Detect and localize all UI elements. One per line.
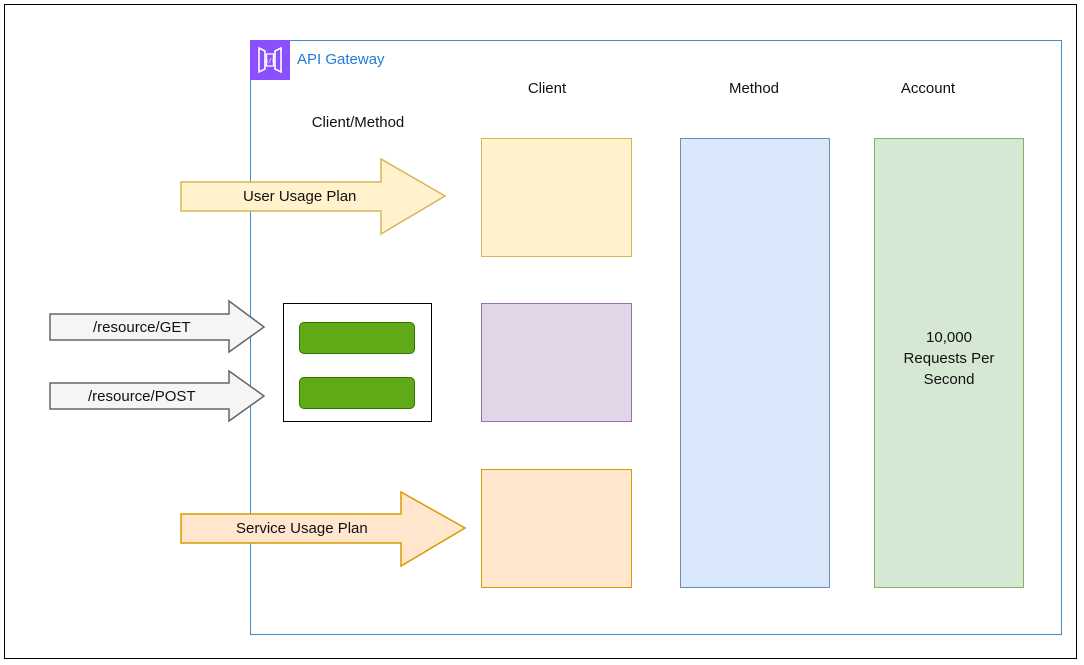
resource-get-arrow: [49, 299, 266, 354]
column-method: Method: [728, 80, 780, 97]
service-usage-plan-label: Service Usage Plan: [236, 520, 368, 537]
diagram-frame: [4, 4, 1077, 659]
method-container: [283, 303, 432, 422]
method-post-bar: [299, 377, 415, 409]
client-resource-box: [481, 303, 632, 422]
service-usage-plan-arrow: [180, 490, 467, 568]
resource-get-label: /resource/GET: [93, 319, 191, 336]
user-usage-plan-label: User Usage Plan: [243, 188, 357, 205]
account-limit-line3: Second: [923, 371, 975, 388]
resource-post-label: /resource/POST: [88, 388, 196, 405]
api-gateway-icon: </>: [250, 40, 290, 80]
client-service-box: [481, 469, 632, 588]
account-box: [874, 138, 1024, 588]
account-limit-text: 10,000 Requests Per Second: [874, 327, 1024, 390]
account-limit-line1: 10,000: [926, 329, 972, 346]
method-box: [680, 138, 830, 588]
method-get-bar: [299, 322, 415, 354]
api-gateway-title: API Gateway: [297, 51, 385, 68]
resource-post-arrow: [49, 369, 266, 423]
user-usage-plan-arrow: [180, 157, 447, 236]
client-user-box: [481, 138, 632, 257]
column-client: Client: [527, 80, 567, 97]
column-account: Account: [900, 80, 956, 97]
column-client-method: Client/Method: [311, 114, 405, 131]
svg-text:</>: </>: [265, 58, 276, 65]
account-limit-line2: Requests Per: [903, 350, 995, 367]
